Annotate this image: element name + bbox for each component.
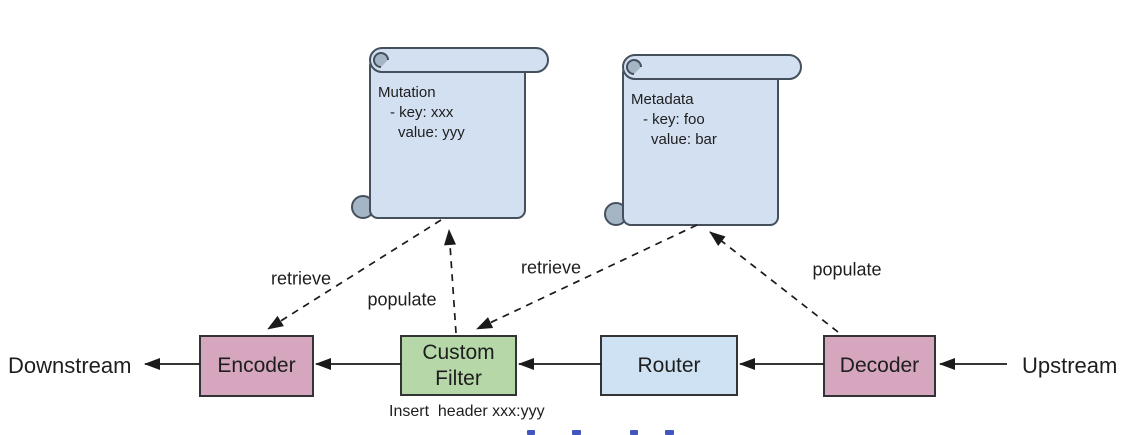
metadata-scroll-shape bbox=[604, 54, 802, 226]
decoder-node-box bbox=[823, 335, 936, 397]
retrieve-label-encoder: retrieve bbox=[270, 268, 332, 289]
cutoff-text-fragments bbox=[527, 430, 674, 435]
metadata-title: Metadata bbox=[631, 91, 694, 108]
encoder-node-label: Encoder bbox=[217, 354, 296, 377]
populate-label-decoder: populate bbox=[812, 259, 882, 280]
router-node-box bbox=[600, 335, 738, 396]
mutation-title: Mutation bbox=[378, 84, 436, 101]
router-node-label: Router bbox=[637, 353, 701, 377]
mutation-scroll-shape bbox=[351, 47, 549, 219]
mutation-scroll-text: Mutation - key: xxx value: yyy bbox=[378, 83, 465, 143]
scroll-top-roll bbox=[622, 54, 802, 80]
metadata-populate-arrow bbox=[709, 231, 839, 333]
cutoff-text-fragment bbox=[572, 430, 581, 435]
encoder-node-box bbox=[199, 335, 314, 397]
retrieve-label-custom-filter: retrieve bbox=[520, 257, 582, 278]
downstream-label: Downstream bbox=[8, 353, 132, 378]
upstream-label: Upstream bbox=[1022, 353, 1118, 378]
scroll-top-roll bbox=[369, 47, 549, 73]
scroll-top-curl-icon bbox=[626, 59, 642, 75]
mutation-value: value: yyy bbox=[398, 124, 465, 141]
metadata-retrieve-arrow bbox=[476, 224, 698, 330]
insert-header-note: Insert header xxx:yyy bbox=[389, 403, 545, 420]
mutation-retrieve-arrow bbox=[267, 219, 442, 330]
custom-filter-node-label: Custom Filter bbox=[422, 340, 495, 390]
custom-filter-node-box bbox=[400, 335, 517, 396]
cutoff-text-fragment bbox=[630, 430, 638, 435]
metadata-scroll-text: Metadata - key: foo value: bar bbox=[631, 90, 717, 150]
metadata-key: - key: foo bbox=[643, 111, 705, 128]
cutoff-text-fragment bbox=[527, 430, 535, 435]
scroll-top-curl-icon bbox=[373, 52, 389, 68]
cutoff-text-fragment bbox=[665, 430, 674, 435]
populate-label-custom-filter: populate bbox=[367, 289, 437, 310]
mutation-key: - key: xxx bbox=[390, 104, 454, 121]
metadata-value: value: bar bbox=[651, 131, 717, 148]
mutation-populate-arrow bbox=[444, 229, 457, 334]
decoder-node-label: Decoder bbox=[839, 354, 920, 377]
